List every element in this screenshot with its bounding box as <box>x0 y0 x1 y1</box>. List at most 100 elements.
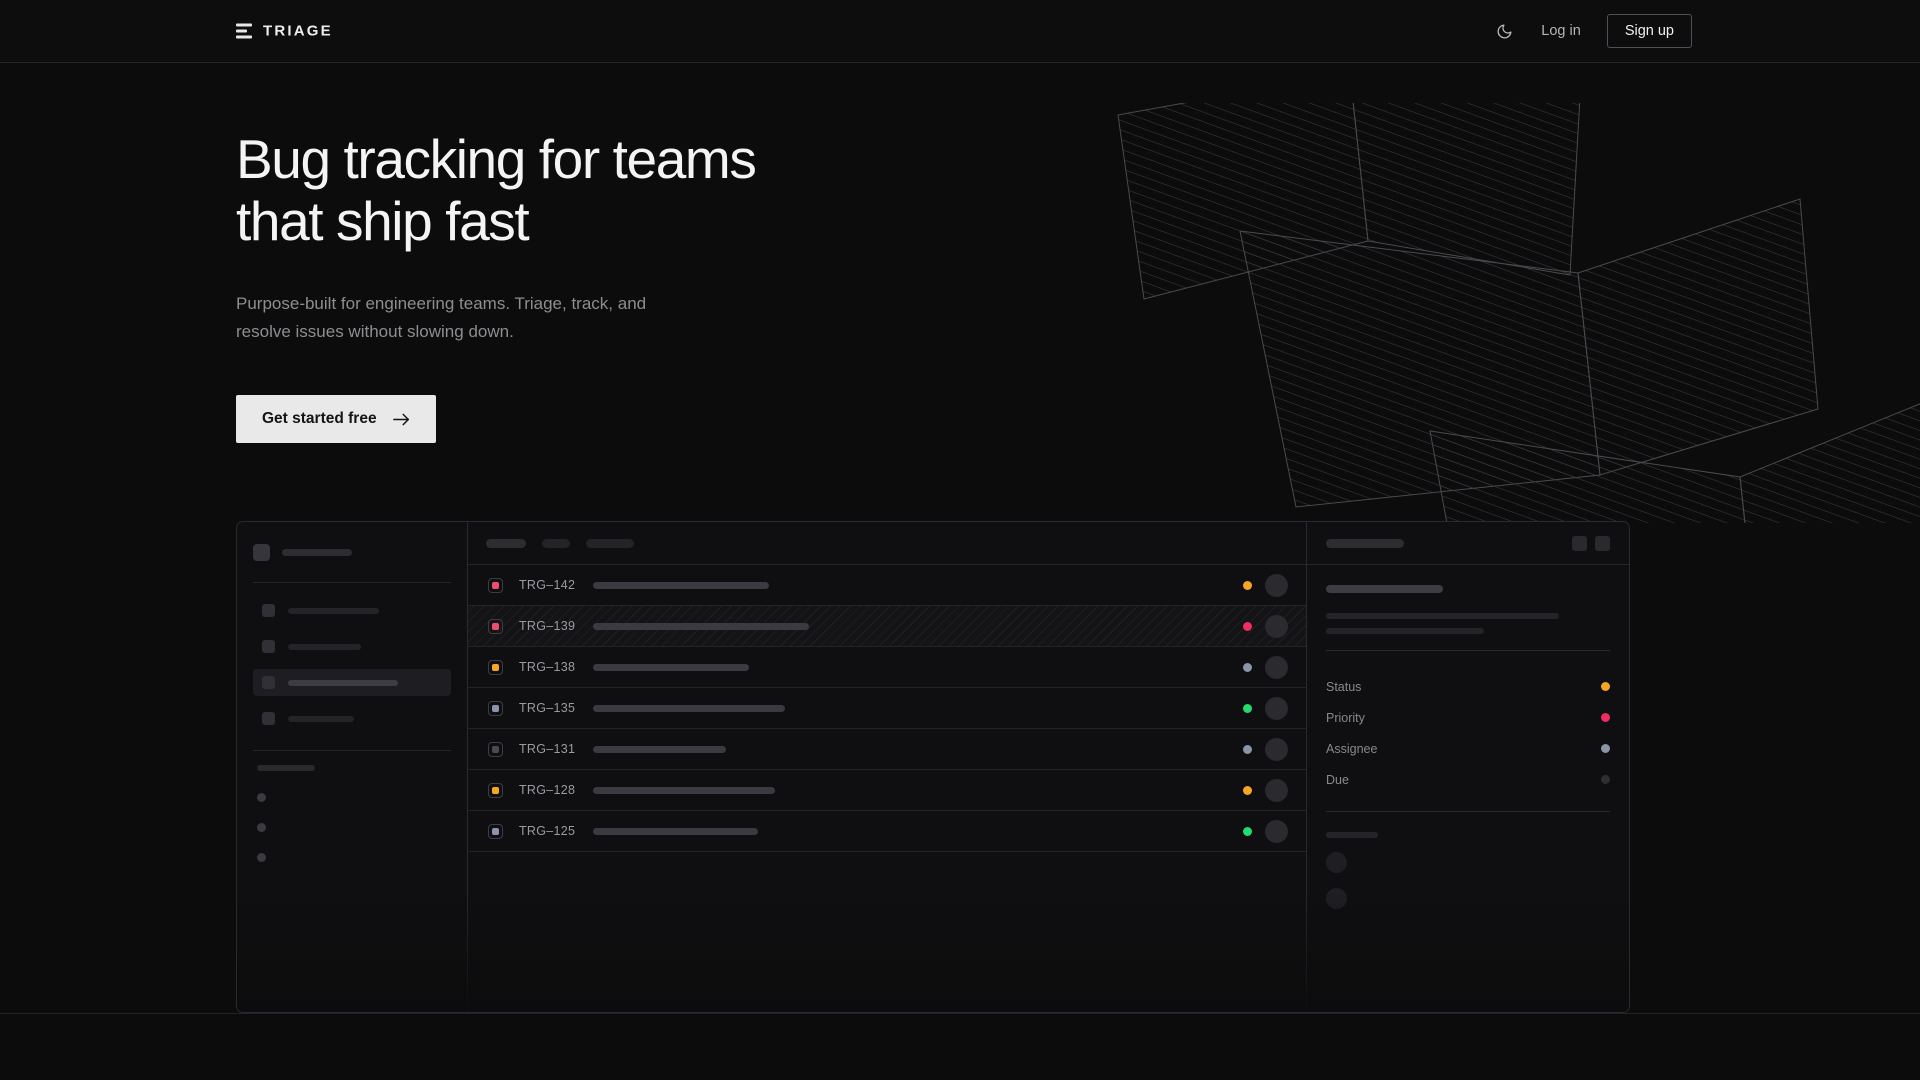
filter-pill[interactable] <box>486 538 526 548</box>
nav-label-placeholder <box>288 607 379 614</box>
signup-button[interactable]: Sign up <box>1606 14 1692 48</box>
avatar <box>1265 573 1288 597</box>
sidebar-divider-2 <box>253 750 451 751</box>
detail-desc-line <box>1326 628 1484 634</box>
sidebar-sublist <box>253 793 451 862</box>
filter-pill[interactable] <box>586 538 634 548</box>
avatar <box>1326 852 1347 873</box>
sidebar-item-1[interactable] <box>253 597 451 624</box>
hero-copy: Bug tracking for teams that ship fast Pu… <box>236 128 936 444</box>
status-dot <box>1243 703 1252 713</box>
detail-field-due[interactable]: Due <box>1326 764 1610 795</box>
assignee-badge <box>1601 744 1610 753</box>
section-divider <box>0 1013 1920 1014</box>
moon-icon[interactable] <box>1493 20 1515 42</box>
detail-panel-body: Status Priority Assignee Due <box>1307 565 1629 924</box>
detail-field-priority[interactable]: Priority <box>1326 702 1610 733</box>
sidebar-item-4[interactable] <box>253 705 451 732</box>
table-row[interactable]: TRG–135 <box>468 688 1306 729</box>
filter-pill[interactable] <box>542 538 570 548</box>
detail-field-label: Due <box>1326 772 1349 787</box>
issue-id: TRG–125 <box>519 824 576 838</box>
issue-title-placeholder <box>593 581 769 589</box>
issue-id: TRG–138 <box>519 660 576 674</box>
issue-title-placeholder <box>593 704 785 712</box>
detail-action-button-1[interactable] <box>1572 535 1587 551</box>
priority-icon <box>488 823 503 839</box>
page-title: Bug tracking for teams that ship fast <box>236 128 757 252</box>
detail-divider <box>1326 650 1610 651</box>
workspace-name-placeholder <box>282 548 352 556</box>
issue-title-placeholder <box>593 745 726 753</box>
table-row[interactable]: TRG–142 <box>468 565 1306 606</box>
sidebar-divider <box>253 582 451 583</box>
detail-action-button-2[interactable] <box>1595 535 1610 551</box>
priority-icon <box>488 577 503 593</box>
priority-icon <box>488 700 503 716</box>
issue-title-placeholder <box>593 827 758 835</box>
status-dot <box>1243 744 1252 754</box>
site-header: TRIAGE Log in Sign up <box>0 0 1920 63</box>
comments-label-placeholder <box>1326 832 1378 838</box>
brand-name: TRIAGE <box>263 22 333 40</box>
status-dot <box>1243 785 1252 795</box>
table-row-selected[interactable]: TRG–139 <box>468 606 1306 647</box>
priority-icon <box>488 782 503 798</box>
table-row[interactable]: TRG–128 <box>468 770 1306 811</box>
table-row[interactable]: TRG–131 <box>468 729 1306 770</box>
workspace-avatar-icon <box>253 543 270 561</box>
mockup-issue-list: TRG–142 TRG–139 TRG–138 <box>468 522 1307 1012</box>
comment-avatars <box>1326 852 1610 909</box>
sidebar-subitem-dot[interactable] <box>257 853 266 862</box>
sidebar-item-2[interactable] <box>253 633 451 660</box>
row-meta <box>1243 737 1288 761</box>
detail-field-assignee[interactable]: Assignee <box>1326 733 1610 764</box>
arrow-right-icon <box>392 413 410 426</box>
issue-id: TRG–135 <box>519 701 576 715</box>
avatar <box>1265 696 1288 720</box>
due-badge <box>1601 775 1610 784</box>
row-meta <box>1243 696 1288 720</box>
nav-icon <box>262 604 275 617</box>
status-dot <box>1243 826 1252 836</box>
issue-id: TRG–131 <box>519 742 576 756</box>
nav-icon <box>262 640 275 653</box>
login-link[interactable]: Log in <box>1541 23 1581 39</box>
issue-title-placeholder <box>593 663 749 671</box>
table-row[interactable]: TRG–138 <box>468 647 1306 688</box>
detail-breadcrumb-placeholder <box>1326 538 1404 548</box>
mockup-sidebar <box>237 522 468 1012</box>
mockup-detail-panel: Status Priority Assignee Due <box>1307 522 1629 1012</box>
issue-id: TRG–128 <box>519 783 576 797</box>
priority-badge <box>1601 713 1610 722</box>
nav-icon <box>262 712 275 725</box>
issue-title-placeholder <box>593 786 775 794</box>
detail-field-status[interactable]: Status <box>1326 671 1610 702</box>
detail-field-label: Status <box>1326 679 1362 694</box>
detail-title-placeholder <box>1326 585 1443 593</box>
priority-icon <box>488 659 503 675</box>
status-dot <box>1243 662 1252 672</box>
avatar <box>1326 888 1347 909</box>
decorative-striped-panels <box>1100 103 1920 523</box>
row-meta <box>1243 614 1288 638</box>
avatar <box>1265 655 1288 679</box>
cta-label: Get started free <box>262 410 377 428</box>
nav-icon <box>262 676 275 689</box>
avatar <box>1265 614 1288 638</box>
table-row[interactable]: TRG–125 <box>468 811 1306 852</box>
nav-label-placeholder <box>288 715 354 722</box>
sidebar-item-3-active[interactable] <box>253 669 451 696</box>
status-badge <box>1601 682 1610 691</box>
mockup-sidebar-logo <box>253 540 451 564</box>
sidebar-subitem-dot[interactable] <box>257 823 266 832</box>
get-started-button[interactable]: Get started free <box>236 395 436 444</box>
issue-id: TRG–139 <box>519 619 576 633</box>
hero-subtitle: Purpose-built for engineering teams. Tri… <box>236 294 647 341</box>
row-meta <box>1243 655 1288 679</box>
app-preview-mockup: TRG–142 TRG–139 TRG–138 <box>236 521 1630 1013</box>
brand-logo[interactable]: TRIAGE <box>236 23 333 40</box>
priority-icon <box>488 618 503 634</box>
sidebar-subitem-dot[interactable] <box>257 793 266 802</box>
row-meta <box>1243 819 1288 843</box>
